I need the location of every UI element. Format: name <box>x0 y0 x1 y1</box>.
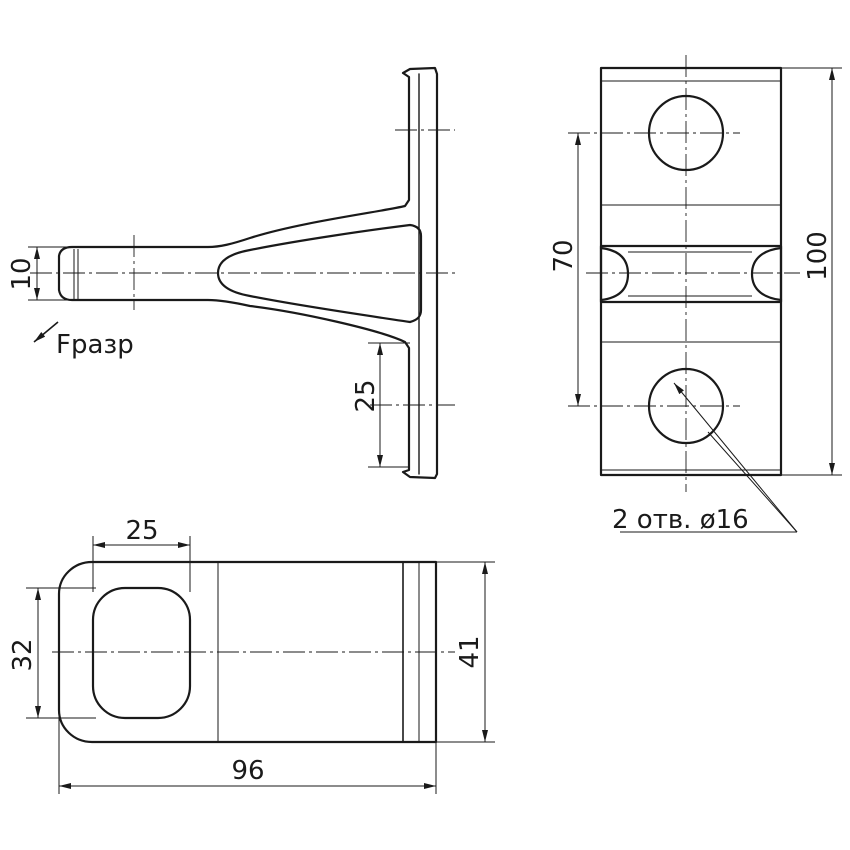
dim-70-label: 70 <box>549 239 579 272</box>
force-arrow <box>33 321 59 343</box>
dim-32-label: 32 <box>8 638 38 671</box>
dim-41-label: 41 <box>455 635 485 668</box>
dim-100-label: 100 <box>803 231 833 281</box>
front-shank-right-fillet <box>750 246 783 302</box>
hole-note-leader-2 <box>707 431 798 533</box>
top-window <box>91 586 192 720</box>
front-view: 70 100 2 отв. ø16 <box>549 55 842 535</box>
side-view: 10 Fразр 25 <box>7 66 455 480</box>
front-shank-left-fillet <box>599 246 630 302</box>
dim-25-side-label: 25 <box>351 379 381 412</box>
hole-note-label: 2 отв. ø16 <box>612 505 749 535</box>
dim-96-label: 96 <box>231 756 264 786</box>
force-label: Fразр <box>56 330 134 360</box>
shank-groove <box>216 223 423 324</box>
flange-outline <box>57 66 439 480</box>
top-view: 25 32 41 96 <box>8 516 495 794</box>
dim-10-label: 10 <box>7 257 37 290</box>
front-shank-band <box>599 244 783 304</box>
dim-25-top-label: 25 <box>125 516 158 546</box>
hole-note-leader-1 <box>673 382 798 533</box>
